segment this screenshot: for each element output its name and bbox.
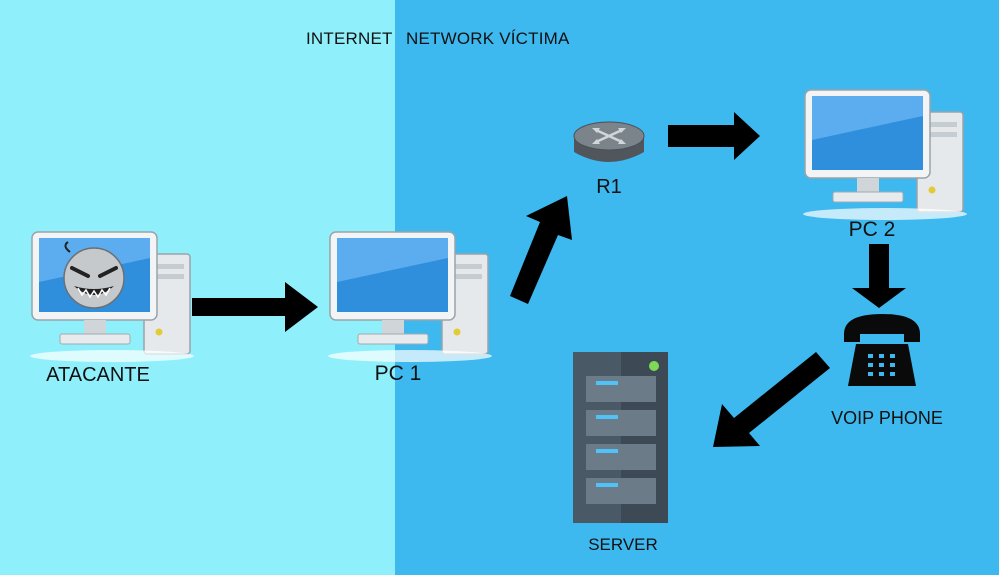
server-label: SERVER bbox=[588, 535, 658, 554]
pc1-computer-icon bbox=[327, 231, 493, 363]
evil-face-icon bbox=[63, 241, 125, 309]
arrow-voip-to-server bbox=[713, 352, 830, 447]
pc2-computer-icon bbox=[802, 89, 968, 221]
arrow-pc2-to-voip bbox=[852, 244, 906, 308]
victim-network-zone-label: NETWORK VÍCTIMA bbox=[406, 29, 570, 48]
telephone-icon bbox=[844, 314, 920, 386]
pc1-label: PC 1 bbox=[374, 362, 422, 385]
voip-phone-label: VOIP PHONE bbox=[831, 408, 943, 428]
arrow-attacker-to-pc1 bbox=[192, 282, 318, 332]
arrow-r1-to-pc2 bbox=[668, 112, 760, 160]
server-rack-icon bbox=[573, 352, 668, 523]
arrow-pc1-to-r1 bbox=[510, 196, 572, 304]
router-icon bbox=[573, 121, 645, 162]
attacker-computer-icon bbox=[29, 231, 195, 363]
pc2-label: PC 2 bbox=[848, 218, 896, 241]
internet-zone-label: INTERNET bbox=[306, 29, 393, 48]
router-label: R1 bbox=[596, 176, 622, 198]
attacker-label: ATACANTE bbox=[46, 364, 150, 386]
